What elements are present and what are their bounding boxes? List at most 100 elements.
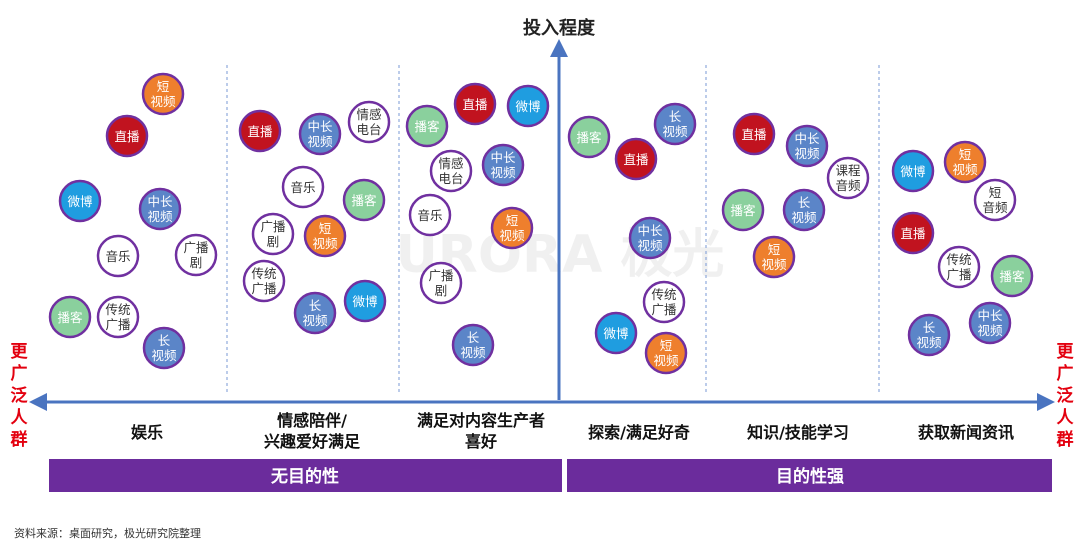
- right-label-char: 更: [1057, 342, 1075, 362]
- bubble-circle: [990, 254, 1034, 298]
- bubble-midlong: 长视频: [653, 102, 697, 146]
- bubble-label: 视频: [150, 94, 176, 109]
- bubble-circle: [48, 295, 92, 339]
- bubble-label: 微博: [352, 294, 378, 309]
- bubble-circle: [405, 104, 449, 148]
- bubble-label: 视频: [916, 335, 942, 350]
- category-label: 获取新闻资讯: [918, 423, 1014, 442]
- bubble-label: 视频: [662, 124, 688, 139]
- bubble-podcast: 播客: [567, 115, 611, 159]
- bubble-label: 广播: [946, 267, 972, 282]
- left-label-char: 泛: [11, 386, 28, 406]
- bubble-label: 传统: [251, 266, 276, 281]
- bubble-circle: [732, 112, 776, 156]
- bubble-circle: [281, 165, 325, 209]
- bubble-circle: [614, 137, 658, 181]
- bubble-circle: [238, 109, 282, 153]
- right-label-char: 群: [1057, 429, 1074, 450]
- bubble-weibo: 微博: [58, 179, 102, 223]
- bubble-circle: [891, 211, 935, 255]
- left-label-char: 人: [11, 408, 29, 428]
- bubble-plain: 广播剧: [419, 261, 463, 305]
- bubble-weibo: 微博: [343, 279, 387, 323]
- bubble-label: 短: [959, 147, 972, 162]
- bubble-circle: [594, 311, 638, 355]
- bubble-label: 视频: [499, 228, 525, 243]
- bubble-circle: [141, 72, 185, 116]
- bubble-weibo: 微博: [891, 149, 935, 193]
- left-label-char: 更: [11, 342, 29, 362]
- bubble-circle: [644, 331, 688, 375]
- bubble-circle: [419, 261, 463, 305]
- bubble-weibo: 微博: [594, 311, 638, 355]
- bubble-label: 电台: [438, 171, 463, 186]
- bubble-label: 音频: [982, 200, 1008, 215]
- bubble-label: 短: [157, 79, 170, 94]
- bubble-circle: [303, 214, 347, 258]
- bubble-label: 广播: [105, 317, 131, 332]
- axis-title: 投入程度: [523, 17, 596, 39]
- bubble-label: 情感: [356, 107, 381, 122]
- bubble-live: 直播: [105, 114, 149, 158]
- band-no-purpose: [49, 459, 562, 492]
- bubble-label: 视频: [653, 353, 679, 368]
- bubble-podcast: 播客: [990, 254, 1034, 298]
- bubble-label: 视频: [302, 313, 328, 328]
- bubble-label: 视频: [791, 210, 817, 225]
- bubble-label: 长: [669, 109, 682, 124]
- bubble-plain: 短音频: [973, 178, 1017, 222]
- bubble-label: 长: [467, 330, 480, 345]
- bubble-circle: [785, 124, 829, 168]
- category-label: 知识/技能学习: [747, 423, 849, 442]
- bubble-midlong: 长视频: [907, 313, 951, 357]
- bubble-podcast: 播客: [342, 178, 386, 222]
- bubble-circle: [752, 235, 796, 279]
- bubble-plain: 音乐: [96, 234, 140, 278]
- bubble-circle: [96, 234, 140, 278]
- bubble-label: 直播: [741, 127, 767, 142]
- bubble-label: 视频: [952, 162, 978, 177]
- bubble-label: 直播: [462, 97, 488, 112]
- bubble-circle: [343, 279, 387, 323]
- bubble-label: 播客: [57, 310, 83, 325]
- left-label-char: 群: [11, 429, 28, 450]
- bubble-short: 短视频: [490, 206, 534, 250]
- bubble-label: 播客: [351, 193, 377, 208]
- bubble-label: 播客: [576, 130, 602, 145]
- bubble-circle: [96, 295, 140, 339]
- bubble-midlong: 长视频: [451, 323, 495, 367]
- bubble-circle: [642, 280, 686, 324]
- bubble-label: 传统: [946, 252, 971, 267]
- bubble-label: 视频: [307, 134, 333, 149]
- bubble-weibo: 微博: [506, 84, 550, 128]
- bubble-circle: [174, 233, 218, 277]
- bubble-live: 直播: [614, 137, 658, 181]
- category-label: 娱乐: [131, 423, 163, 442]
- bubble-label: 视频: [312, 236, 338, 251]
- bubble-label: 视频: [637, 238, 663, 253]
- bubble-label: 视频: [794, 146, 820, 161]
- bubble-label: 直播: [114, 129, 140, 144]
- bubble-podcast: 播客: [721, 188, 765, 232]
- bubble-circle: [907, 313, 951, 357]
- bubble-circle: [453, 82, 497, 126]
- bubble-label: 传统: [105, 302, 130, 317]
- bubble-circle: [653, 102, 697, 146]
- bubble-plain: 音乐: [281, 165, 325, 209]
- bubble-label: 长: [923, 320, 936, 335]
- bubble-label: 广播: [428, 268, 454, 283]
- category-label: 满足对内容生产者: [417, 411, 545, 430]
- bubble-midlong: 长视频: [293, 291, 337, 335]
- bubble-label: 播客: [730, 203, 756, 218]
- bubble-label: 情感: [438, 156, 463, 171]
- band-strong-purpose: [567, 459, 1052, 492]
- bubble-circle: [782, 188, 826, 232]
- bubble-circle: [943, 140, 987, 184]
